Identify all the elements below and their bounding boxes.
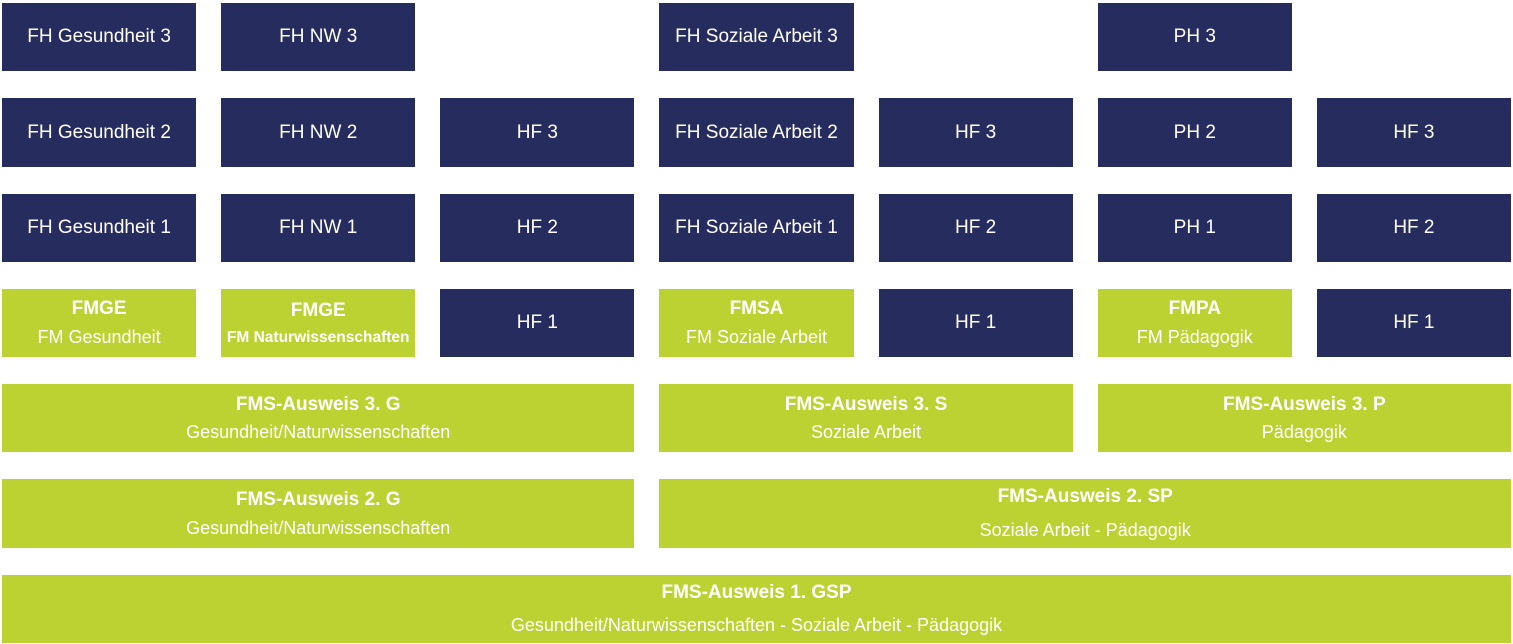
box-fh-nw-1: FH NW 1 — [221, 193, 416, 262]
box-fh-nw-3-title: FH NW 3 — [279, 26, 358, 48]
box-hf-1-a-title: HF 1 — [516, 312, 558, 334]
box-fmge-gesundheit-title: FMGE — [71, 298, 127, 320]
box-hf-2-c-title: HF 2 — [1393, 216, 1435, 238]
box-fmsa-subtitle: FM Soziale Arbeit — [685, 327, 828, 348]
box-fmsa-title: FMSA — [729, 298, 784, 320]
box-fmpa: FMPA FM Pädagogik — [1097, 288, 1292, 358]
box-fms-ausweis-2-sp: FMS-Ausweis 2. SP Soziale Arbeit - Pädago… — [659, 479, 1511, 548]
box-fh-nw-1-title: FH NW 1 — [279, 216, 358, 238]
box-fms-ausweis-2-sp-title: FMS-Ausweis 2. SP — [997, 486, 1173, 508]
box-fms-ausweis-2-g-title: FMS-Ausweis 2. G — [235, 488, 401, 510]
box-fms-ausweis-3-g-title: FMS-Ausweis 3. G — [235, 393, 401, 415]
box-hf-2-a-title: HF 2 — [516, 216, 558, 238]
box-fmge-naturwissenschaften: FMGE FM Naturwissenschaften — [221, 288, 416, 358]
box-fh-soziale-arbeit-1-title: FH Soziale Arbeit 1 — [675, 216, 838, 238]
box-fh-gesundheit-3: FH Gesundheit 3 — [2, 3, 197, 72]
box-fh-gesundheit-2: FH Gesundheit 2 — [2, 98, 197, 167]
box-fms-ausweis-1-gsp-title: FMS-Ausweis 1. GSP — [661, 581, 852, 603]
box-hf-2-c: HF 2 — [1316, 193, 1511, 262]
box-hf-3-c: HF 3 — [1316, 98, 1511, 167]
box-hf-1-c-title: HF 1 — [1393, 312, 1435, 334]
box-hf-2-b: HF 2 — [878, 193, 1073, 262]
box-fms-ausweis-2-g-subtitle: Gesundheit/Naturwissenschaften — [186, 517, 451, 538]
box-fmge-gesundheit: FMGE FM Gesundheit — [2, 288, 197, 358]
box-hf-2-b-title: HF 2 — [955, 216, 997, 238]
box-fh-soziale-arbeit-2-title: FH Soziale Arbeit 2 — [675, 121, 838, 143]
box-fmge-naturwissenschaften-subtitle: FM Naturwissenschaften — [226, 328, 410, 346]
box-fms-ausweis-3-p-title: FMS-Ausweis 3. P — [1223, 393, 1386, 415]
box-fh-soziale-arbeit-3-title: FH Soziale Arbeit 3 — [675, 26, 838, 48]
box-fms-ausweis-3-p-subtitle: Pädagogik — [1261, 422, 1347, 443]
box-hf-3-a: HF 3 — [440, 98, 635, 167]
box-fms-ausweis-3-p: FMS-Ausweis 3. P Pädagogik — [1097, 384, 1511, 453]
box-fh-nw-2-title: FH NW 2 — [279, 121, 358, 143]
box-hf-3-a-title: HF 3 — [516, 121, 558, 143]
box-fms-ausweis-3-s-subtitle: Soziale Arbeit — [811, 422, 922, 443]
box-fh-nw-2: FH NW 2 — [221, 98, 416, 167]
box-hf-3-b-title: HF 3 — [955, 121, 997, 143]
box-hf-2-a: HF 2 — [440, 193, 635, 262]
box-fh-gesundheit-2-title: FH Gesundheit 2 — [27, 121, 171, 143]
box-fmpa-subtitle: FM Pädagogik — [1136, 327, 1253, 348]
box-fmpa-title: FMPA — [1168, 298, 1221, 320]
box-fh-gesundheit-1: FH Gesundheit 1 — [2, 193, 197, 262]
box-ph-3: PH 3 — [1097, 3, 1292, 72]
box-ph-1: PH 1 — [1097, 193, 1292, 262]
box-hf-1-a: HF 1 — [440, 288, 635, 358]
box-fms-ausweis-2-g: FMS-Ausweis 2. G Gesundheit/Naturwissensc… — [2, 479, 635, 548]
box-fh-soziale-arbeit-2: FH Soziale Arbeit 2 — [659, 98, 854, 167]
box-fms-ausweis-3-s: FMS-Ausweis 3. S Soziale Arbeit — [659, 384, 1073, 453]
box-fms-ausweis-1-gsp-subtitle: Gesundheit/Naturwissenschaften - Soziale… — [510, 615, 1003, 636]
box-hf-3-c-title: HF 3 — [1393, 121, 1435, 143]
box-fms-ausweis-2-sp-subtitle: Soziale Arbeit - Pädagogik — [979, 520, 1191, 541]
box-fmge-gesundheit-subtitle: FM Gesundheit — [37, 327, 161, 348]
box-hf-1-b-title: HF 1 — [955, 312, 997, 334]
box-fh-gesundheit-1-title: FH Gesundheit 1 — [27, 216, 171, 238]
box-fms-ausweis-3-s-title: FMS-Ausweis 3. S — [784, 393, 948, 415]
box-fms-ausweis-1-gsp: FMS-Ausweis 1. GSP Gesundheit/Naturwissen… — [2, 574, 1511, 643]
box-fmge-naturwissenschaften-title: FMGE — [290, 299, 346, 321]
box-ph-2-title: PH 2 — [1173, 121, 1216, 143]
box-ph-1-title: PH 1 — [1173, 216, 1216, 238]
box-hf-1-b: HF 1 — [878, 288, 1073, 358]
box-fh-gesundheit-3-title: FH Gesundheit 3 — [27, 26, 171, 48]
box-ph-3-title: PH 3 — [1173, 26, 1216, 48]
box-hf-3-b: HF 3 — [878, 98, 1073, 167]
box-hf-1-c: HF 1 — [1316, 288, 1511, 358]
box-ph-2: PH 2 — [1097, 98, 1292, 167]
box-fh-nw-3: FH NW 3 — [221, 3, 416, 72]
box-fms-ausweis-3-g: FMS-Ausweis 3. G Gesundheit/Naturwissensc… — [2, 384, 635, 453]
box-fh-soziale-arbeit-3: FH Soziale Arbeit 3 — [659, 3, 854, 72]
box-fmsa: FMSA FM Soziale Arbeit — [659, 288, 854, 358]
box-fh-soziale-arbeit-1: FH Soziale Arbeit 1 — [659, 193, 854, 262]
box-fms-ausweis-3-g-subtitle: Gesundheit/Naturwissenschaften — [186, 422, 451, 443]
